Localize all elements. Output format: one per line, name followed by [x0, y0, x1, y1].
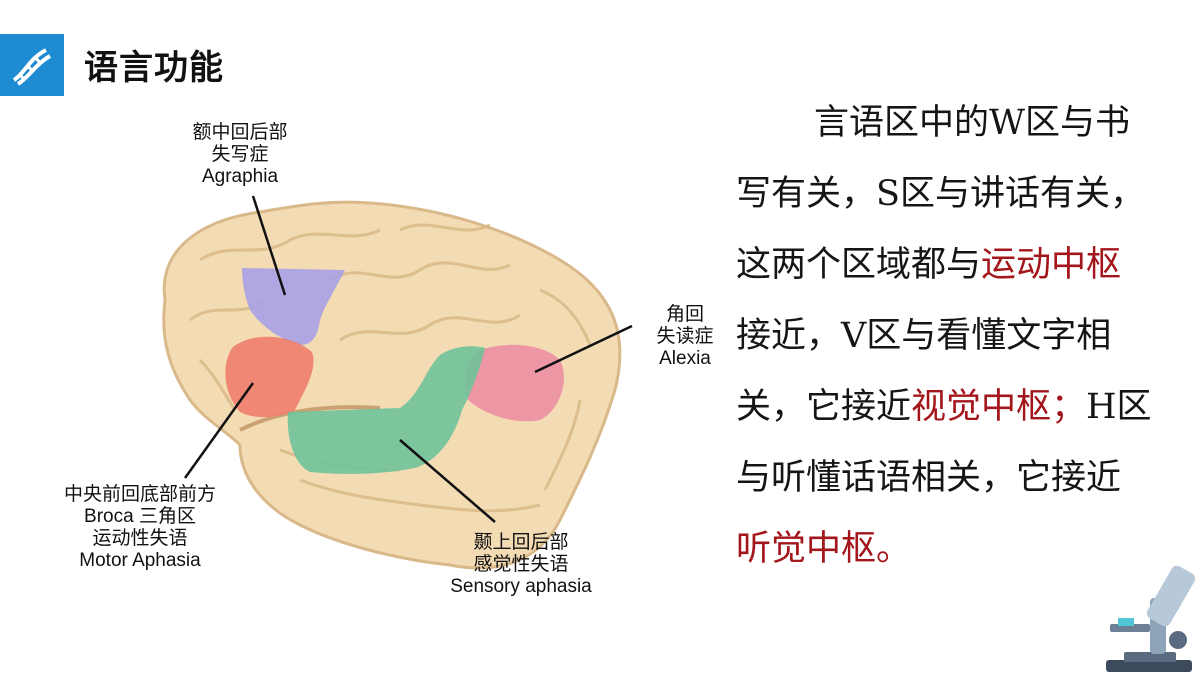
label-v-line2: 失读症 [656, 326, 714, 347]
label-s-line3: 运动性失语 [92, 528, 188, 549]
description-part-2: 接近，V区与看懂文字相关，它接近 [736, 316, 1112, 427]
label-s-line2: Broca 三角区 [84, 506, 196, 527]
microscope-icon [1106, 565, 1196, 672]
label-w-line2: 失写症 [211, 144, 269, 165]
highlight-motor-center: 运动中枢 [981, 245, 1122, 285]
label-w-line1: 额中回后部 [192, 122, 288, 143]
region-v [465, 344, 564, 422]
highlight-visual-center: 视觉中枢； [911, 387, 1087, 427]
page-title: 语言功能 [84, 48, 224, 88]
label-h-line3: Sensory aphasia [450, 576, 592, 597]
description-part-1: 言语区中的W区与书写有关，S区与讲话有关，这两个区域都与 [736, 103, 1145, 285]
label-v-line3: Alexia [659, 348, 711, 369]
label-h-line2: 感觉性失语 [473, 554, 569, 575]
region-h [287, 346, 485, 474]
description-text: 言语区中的W区与书写有关，S区与讲话有关，这两个区域都与运动中枢接近，V区与看懂… [736, 88, 1156, 585]
label-h-area: 颞上回后部 感觉性失语 Sensory aphasia [430, 532, 612, 598]
dna-icon [0, 34, 64, 96]
label-v-line1: 角回 [665, 304, 704, 325]
label-h-line1: 颞上回后部 [473, 532, 569, 553]
label-s-area: 中央前回底部前方 Broca 三角区 运动性失语 Motor Aphasia [40, 484, 240, 572]
label-s-line1: 中央前回底部前方 [63, 484, 216, 505]
label-v-area: 角回 失读症 Alexia [640, 304, 730, 370]
label-s-line4: Motor Aphasia [79, 550, 201, 571]
label-w-area: 额中回后部 失写症 Agraphia [160, 122, 320, 188]
region-s [225, 336, 314, 418]
label-w-line3: Agraphia [201, 166, 279, 187]
highlight-auditory-center: 听觉中枢。 [736, 529, 912, 569]
description-part-3: H区与听懂话语相关，它接近 [736, 387, 1152, 498]
region-w [242, 268, 345, 345]
